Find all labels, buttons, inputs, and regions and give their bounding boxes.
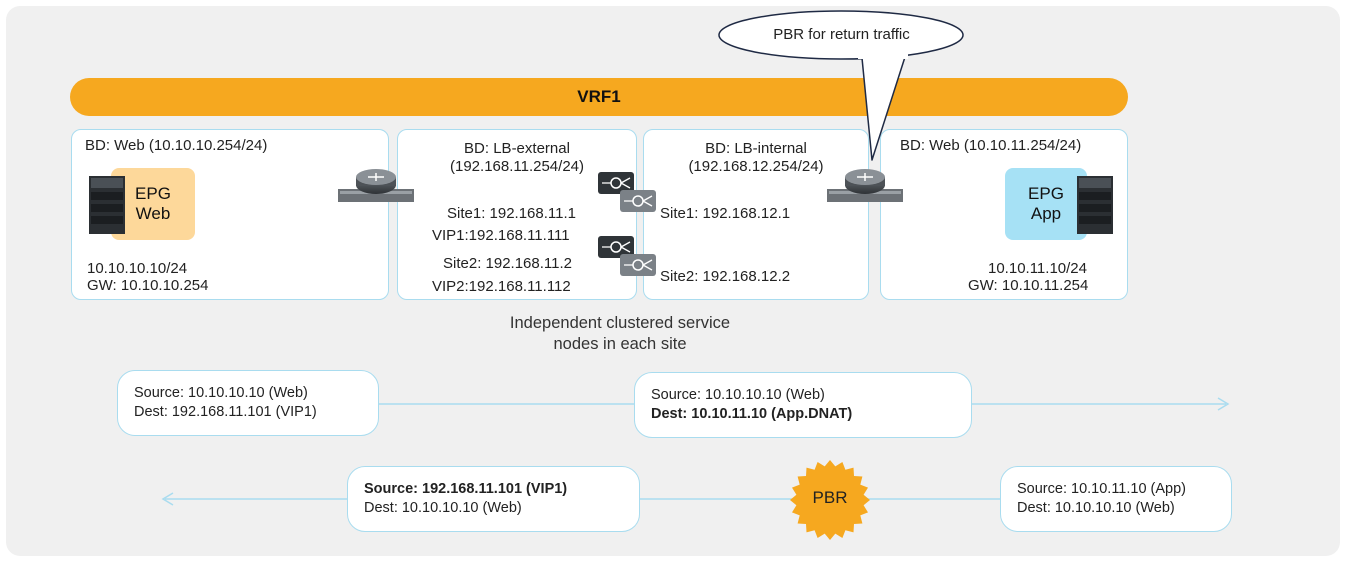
bd-lb-internal-label: BD: LB-internal (192.168.12.254/24) (643, 140, 869, 176)
epg-web: EPG Web (111, 168, 195, 240)
vrf-label: VRF1 (577, 87, 621, 106)
bd-lb-internal-name: BD: LB-internal (705, 140, 807, 157)
pbr-label: PBR (812, 488, 848, 507)
pbr-starburst (790, 460, 870, 540)
epg-app: EPG App (1005, 168, 1087, 240)
bd-web-right-label: BD: Web (10.10.11.254/24) (900, 137, 1082, 154)
router-icon-left (338, 169, 414, 202)
load-balancer-icon-site2 (598, 236, 656, 276)
flow-arrow-right (1217, 397, 1230, 411)
caption-line-2: nodes in each site (553, 335, 687, 353)
lb-ext-site1: Site1: 192.168.11.1 (447, 205, 576, 222)
lb-ext-vip1: VIP1:192.168.11.111 (432, 227, 570, 244)
packet-2-dest: Dest: 10.10.11.10 (App.DNAT) (651, 406, 853, 422)
caption-line-1: Independent clustered service (509, 314, 731, 332)
web-gw: GW: 10.10.10.254 (87, 277, 209, 294)
packet-box-3: Source: 192.168.11.101 (VIP1) Dest: 10.1… (347, 466, 640, 532)
router-icon-right (827, 169, 903, 202)
bd-lb-external (397, 129, 637, 300)
packet-2-source: Source: 10.10.10.10 (Web) (651, 387, 825, 403)
epg-web-title: EPG (135, 184, 171, 203)
packet-box-1: Source: 10.10.10.10 (Web) Dest: 192.168.… (117, 370, 379, 436)
callout-text: PBR for return traffic (773, 26, 910, 43)
bd-lb-internal (643, 129, 869, 300)
bd-lb-internal-subnet: (192.168.12.254/24) (688, 158, 824, 175)
packet-3-dest: Dest: 10.10.10.10 (Web) (364, 500, 522, 516)
packet-1-dest: Dest: 192.168.11.101 (VIP1) (134, 404, 317, 420)
lb-int-site2: Site2: 192.168.12.2 (660, 268, 791, 285)
app-ip: 10.10.11.10/24 (988, 260, 1087, 277)
packet-1-source: Source: 10.10.10.10 (Web) (134, 385, 308, 401)
vrf-bar: VRF1 (70, 78, 1128, 116)
web-ip: 10.10.10.10/24 (87, 260, 188, 277)
lb-ext-vip2: VIP2:192.168.11.112 (432, 278, 571, 295)
epg-app-name: App (1030, 204, 1062, 223)
packet-3-source: Source: 192.168.11.101 (VIP1) (364, 481, 568, 497)
lb-int-site1: Site1: 192.168.12.1 (660, 205, 791, 222)
epg-app-title: EPG (1028, 184, 1064, 203)
packet-box-2: Source: 10.10.10.10 (Web) Dest: 10.10.11… (634, 372, 972, 438)
caption: Independent clustered service nodes in e… (470, 313, 770, 355)
packet-box-4: Source: 10.10.11.10 (App) Dest: 10.10.10… (1000, 466, 1232, 532)
load-balancer-icon-site1 (598, 172, 656, 212)
server-icon-web (89, 176, 125, 234)
packet-4-source: Source: 10.10.11.10 (App) (1017, 481, 1187, 497)
bd-lb-external-label: BD: LB-external (192.168.11.254/24) (397, 140, 637, 176)
flow-arrow-left (161, 492, 174, 506)
callout-bubble (718, 10, 964, 161)
lb-ext-site2: Site2: 192.168.11.2 (443, 255, 572, 272)
packet-4-dest: Dest: 10.10.10.10 (Web) (1017, 500, 1175, 516)
bd-web-left-label: BD: Web (10.10.10.254/24) (85, 137, 268, 154)
bd-lb-external-name: BD: LB-external (464, 140, 570, 157)
epg-web-name: Web (135, 204, 171, 223)
bd-lb-external-subnet: (192.168.11.254/24) (450, 158, 584, 175)
app-gw: GW: 10.10.11.254 (968, 277, 1089, 294)
server-icon-app (1077, 176, 1113, 234)
